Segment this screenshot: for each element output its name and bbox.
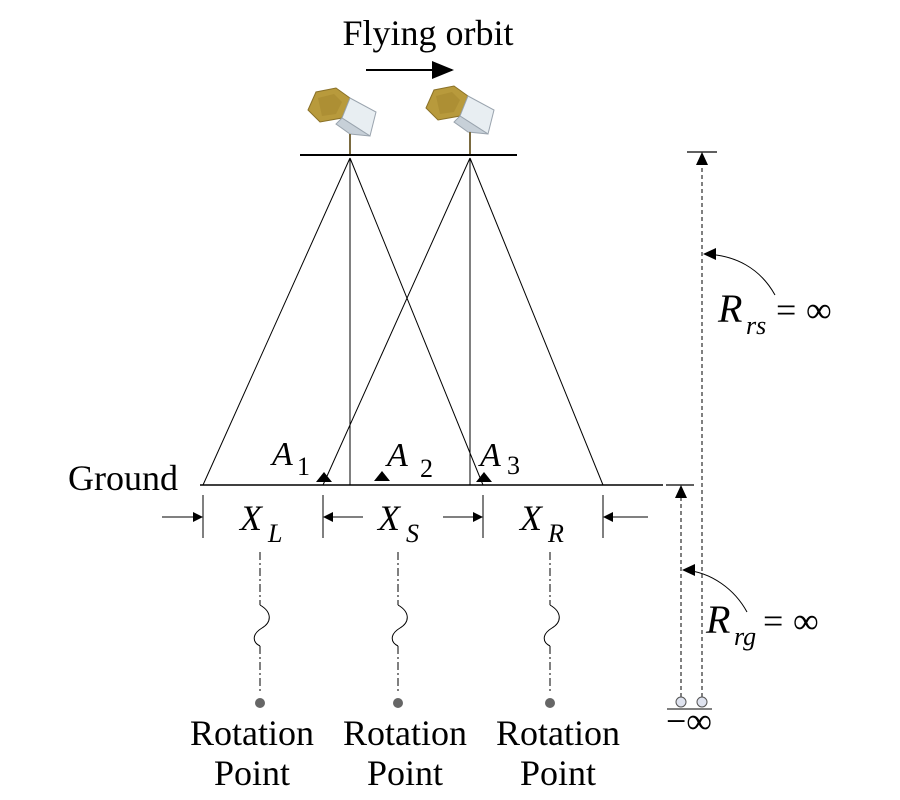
rotation-axis-left bbox=[253, 552, 270, 692]
rotation-point-dot bbox=[255, 698, 265, 708]
rotation-label-right-line2: Point bbox=[520, 753, 596, 793]
label-xr-sub: R bbox=[547, 519, 564, 548]
label-a1-sub: 1 bbox=[297, 452, 310, 481]
point-marker-a2 bbox=[374, 471, 390, 481]
satellite-radius-arrowhead bbox=[696, 152, 708, 165]
label-minus-infinity: −∞ bbox=[666, 701, 712, 741]
title-flying-orbit: Flying orbit bbox=[342, 13, 513, 53]
label-a3-letter: A bbox=[478, 437, 501, 474]
ground-radius-arrowhead bbox=[675, 485, 687, 498]
ground-label: Ground bbox=[68, 458, 178, 498]
origin-circle-satellite bbox=[696, 696, 708, 708]
label-xs-sub: S bbox=[406, 519, 419, 548]
beam-line-left bbox=[202, 157, 351, 486]
label-rrg-sub: rg bbox=[734, 622, 756, 651]
rotation-axis-center bbox=[391, 552, 408, 692]
label-a2-sub: 2 bbox=[420, 454, 433, 483]
segment-ticks bbox=[202, 495, 604, 538]
label-a1-letter: A bbox=[270, 436, 293, 473]
label-rrg-eq: = bbox=[763, 601, 783, 641]
satellite-radius-pointer-head bbox=[703, 248, 716, 260]
label-xs-letter: X bbox=[376, 498, 402, 538]
label-rrs-infinity: ∞ bbox=[806, 290, 832, 330]
origin-circle-ground bbox=[675, 696, 687, 708]
satellite-icon bbox=[425, 85, 495, 156]
rotation-point-dot bbox=[393, 698, 403, 708]
rotation-label-left-line1: Rotation bbox=[190, 713, 314, 753]
rotation-label-center-line2: Point bbox=[367, 753, 443, 793]
label-a3-sub: 3 bbox=[507, 451, 520, 480]
label-rrg-letter: R bbox=[705, 597, 730, 642]
satellite-icon bbox=[307, 87, 377, 156]
beam-line-right bbox=[349, 157, 484, 486]
rotation-label-left-line2: Point bbox=[214, 753, 290, 793]
beam-line-left bbox=[322, 157, 471, 486]
point-marker-a3 bbox=[476, 472, 492, 482]
point-marker-a1 bbox=[316, 472, 332, 482]
rotation-label-right-line1: Rotation bbox=[496, 713, 620, 753]
beam-line-right bbox=[469, 157, 604, 486]
beam-lines-satellite-1 bbox=[202, 157, 484, 486]
label-rrs-sub: rs bbox=[746, 311, 766, 340]
beam-lines-satellite-2 bbox=[322, 157, 604, 486]
label-xl-sub: L bbox=[267, 519, 282, 548]
label-xr-letter: X bbox=[518, 498, 544, 538]
ground-radius-pointer-head bbox=[682, 564, 695, 576]
label-rrs-letter: R bbox=[717, 286, 742, 331]
label-a2-letter: A bbox=[385, 437, 408, 474]
label-xl-letter: X bbox=[238, 498, 264, 538]
rotation-axes bbox=[253, 552, 560, 692]
label-rrs-eq: = bbox=[776, 290, 796, 330]
label-rrg-infinity: ∞ bbox=[793, 601, 819, 641]
rotation-label-center-line1: Rotation bbox=[343, 713, 467, 753]
rotation-point-dot bbox=[545, 698, 555, 708]
rotation-axis-right bbox=[543, 552, 560, 692]
